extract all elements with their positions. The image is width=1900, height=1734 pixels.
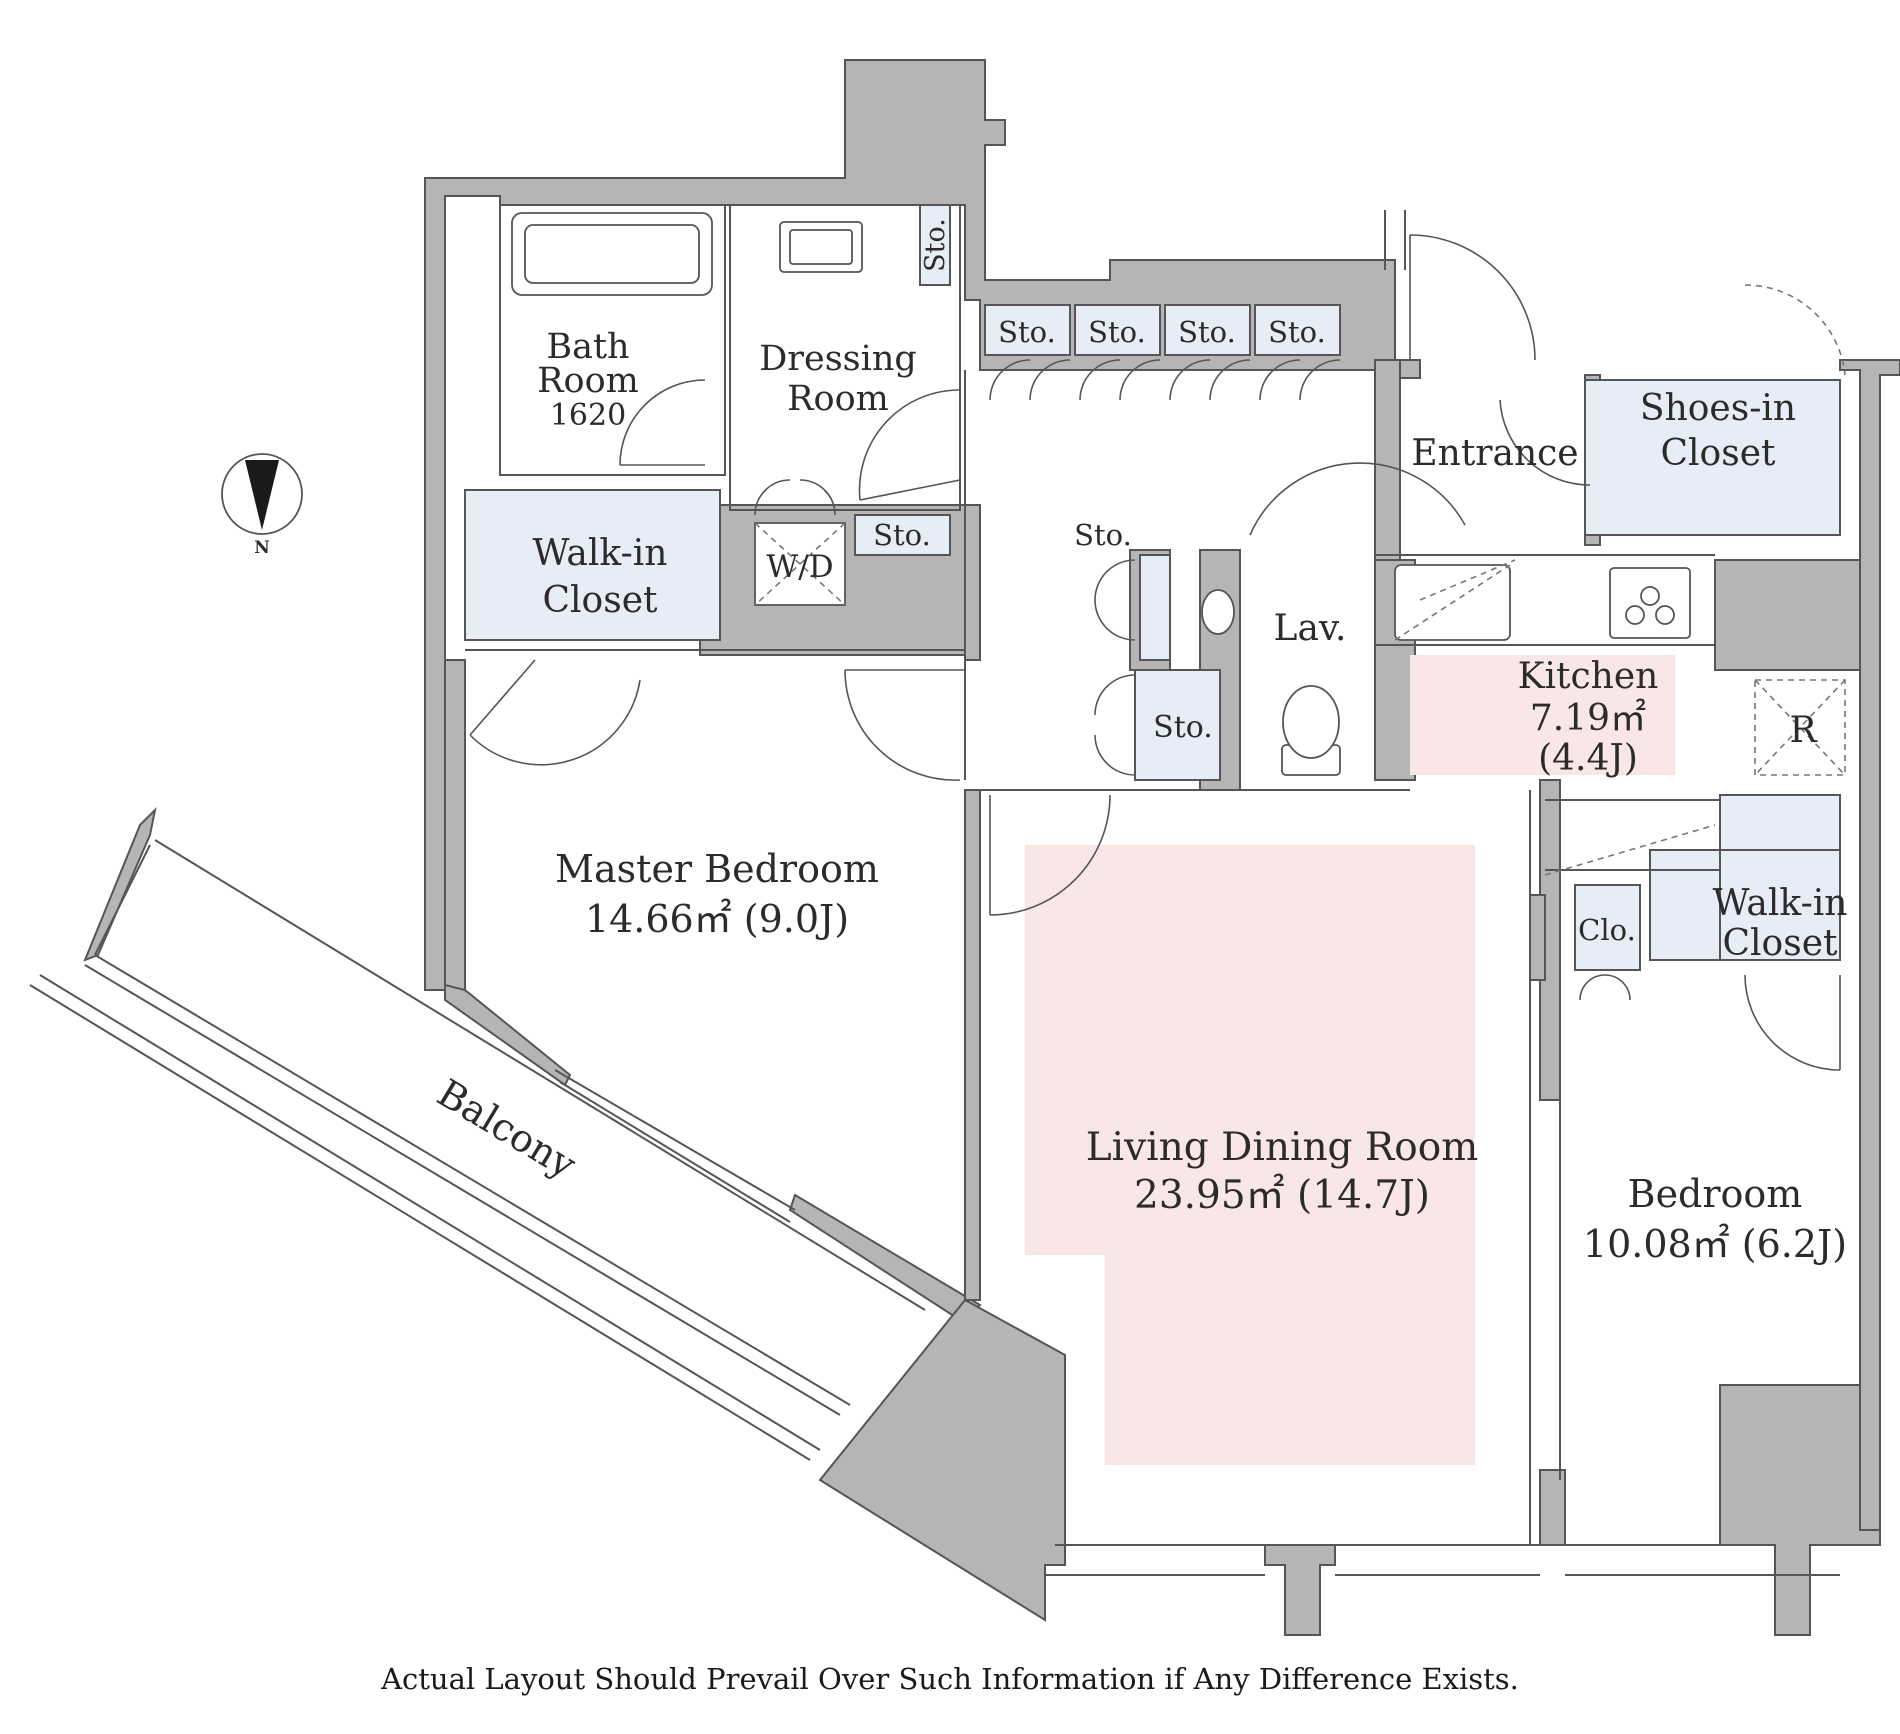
lav-basin-icon [1201,589,1235,635]
bedroom-area-label: 10.08㎡ (6.2J) [1583,1222,1847,1266]
kitchen-tall-storage [1719,794,1841,851]
wd-label: W/D [766,549,833,585]
entrance-label: Entrance [1411,433,1578,474]
master-bedroom-area-label: 14.66㎡ (9.0J) [585,897,849,941]
kitchen-area-label: 7.19㎡ [1530,697,1646,739]
storage-cell-2 [1074,304,1161,356]
storage-label-wd: Sto. [873,518,931,552]
wd-door-icon [754,479,836,516]
balcony-structure [29,806,926,1461]
bathtub-inner-icon [524,224,700,284]
entrance-door-icon [1409,234,1536,361]
storage-areas [464,204,1841,971]
balcony-door-icon [1744,284,1846,376]
bath-label-2: Room [537,361,639,401]
closet-bedroom [1574,884,1641,971]
disclaimer-caption: Actual Layout Should Prevail Over Such I… [381,1662,1519,1696]
storage-label-2: Sto. [1088,315,1146,349]
hall-door-icon [1249,462,1466,536]
dressing-label-2: Room [787,379,889,419]
compass: N [221,453,303,558]
bath-label-1: Bath [546,327,629,367]
dressing-outline [729,204,961,511]
bedroom-door-icon [1744,974,1841,1071]
walkin-master-label-1: Walk-in [533,533,668,574]
kitchen-highlight [1410,655,1675,775]
dressing-door-icon [858,389,961,501]
refrigerator-icon [1754,679,1846,776]
bath-outline [499,204,726,476]
storage-cell-3 [1164,304,1251,356]
highlight-zones [1025,655,1675,1465]
room-outlines [465,204,1840,1576]
master-bedroom-name-label: Master Bedroom [555,847,879,891]
closet-label: Clo. [1578,913,1636,947]
kitchen-jo-label: (4.4J) [1538,738,1638,779]
storage-label-4: Sto. [1268,315,1326,349]
storage-label-hall-lower: Sto. [1153,710,1213,745]
storage-label-3: Sto. [1178,315,1236,349]
living-area-label: 23.95㎡ (14.7J) [1134,1173,1430,1218]
hall-storage-door-2-icon [1094,674,1136,776]
storage-door-3-icon [1169,359,1251,401]
shoes-door-icon [1499,399,1591,486]
storage-label-dressing: Sto. [920,218,951,272]
lav-label: Lav. [1274,608,1347,649]
storage-door-1-icon [989,359,1071,401]
bath-door-icon [619,379,706,466]
walkin-closet-bedroom [1649,849,1841,961]
refrigerator-label: R [1789,710,1817,751]
shoes-closet [1584,379,1841,536]
storage-hall-lower [1134,669,1221,781]
storage-hall-upper [1139,554,1171,661]
living-door-icon [989,794,1111,916]
storage-wd-side [854,514,951,556]
master-bedroom-door-icon [844,669,965,781]
storage-label-hall-upper: Sto. [1074,518,1132,552]
compass-north-label: N [254,538,270,558]
storage-label-1: Sto. [998,315,1056,349]
walkin-closet-master [464,489,721,641]
shoes-label-1: Shoes-in [1640,388,1796,429]
living-dining-highlight [1025,845,1475,1465]
doors [469,234,1846,1071]
closet-door-icon [1579,974,1631,1001]
storage-cell-4 [1254,304,1341,356]
hall-storage-door-1-icon [1094,559,1136,641]
fixtures [511,212,1846,876]
walkin-bedroom-label-2: Closet [1723,923,1839,964]
kitchen-name-label: Kitchen [1518,656,1659,697]
bedroom-name-label: Bedroom [1628,1172,1803,1216]
storage-door-4-icon [1259,359,1341,401]
walkin-master-label-2: Closet [543,580,659,621]
dressing-label-1: Dressing [759,339,917,379]
storage-cell-1 [984,304,1071,356]
shoes-label-2: Closet [1661,433,1777,474]
bath-size-label: 1620 [550,398,626,433]
walkin-door-icon [469,659,641,766]
living-name-label: Living Dining Room [1086,1125,1478,1170]
toilet-bowl-icon [1282,685,1340,759]
storage-door-2-icon [1079,359,1161,401]
walkin-bedroom-label-1: Walk-in [1713,883,1848,924]
washbasin-inner-icon [789,229,853,265]
north-arrow-icon [245,460,279,530]
